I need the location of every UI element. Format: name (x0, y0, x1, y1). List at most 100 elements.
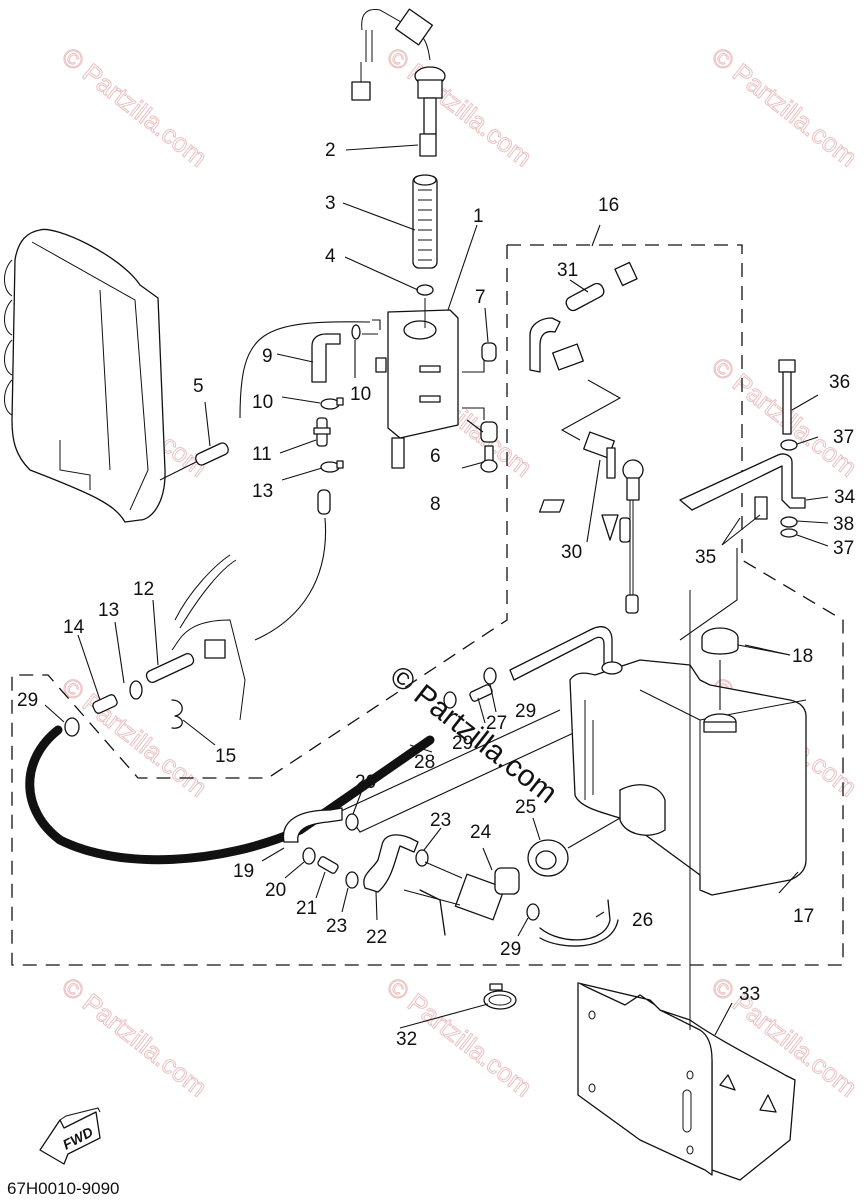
watermarks: © Partzilla.com © Partzilla.com © Partzi… (56, 41, 864, 1104)
callout-29b: 29 (515, 701, 536, 722)
hose-long (25, 725, 435, 865)
part-24-pump (403, 861, 520, 936)
gunwale-section (171, 554, 246, 721)
part-15-holder (171, 699, 183, 729)
callout-6: 6 (430, 446, 441, 467)
part-9-elbow-hose (311, 333, 341, 383)
callout-2: 2 (325, 140, 336, 161)
part-5-hose (195, 442, 229, 466)
watermark: © Partzilla.com (56, 41, 213, 173)
callout-12: 12 (133, 579, 154, 600)
part-11-joint (313, 417, 331, 447)
part-31-lead-wire (529, 261, 638, 441)
callout-37a: 37 (833, 427, 854, 448)
part-34-band (679, 453, 806, 511)
callout-29a: 29 (17, 690, 38, 711)
callout-29c: 29 (452, 733, 473, 754)
callout-24: 24 (470, 822, 492, 843)
callout-15: 15 (215, 746, 236, 767)
callout-13a: 13 (252, 481, 273, 502)
part-1-sub-tank (375, 298, 485, 469)
callout-3: 3 (325, 193, 336, 214)
callout-37b: 37 (833, 538, 854, 559)
callout-13b: 13 (98, 600, 119, 621)
part-38-nut (780, 516, 798, 528)
part-37-washer (780, 439, 798, 451)
part-22-hose (363, 834, 419, 893)
part-13-clip (320, 460, 344, 473)
part-13-clip-b (129, 680, 143, 700)
callout-10a: 10 (252, 392, 273, 413)
callout-23b: 23 (326, 916, 347, 937)
callout-11: 11 (252, 444, 272, 465)
boundary-16 (507, 244, 844, 770)
callout-10b: 10 (350, 384, 371, 405)
part-6-grommet (480, 421, 498, 443)
callout-5: 5 (193, 376, 204, 397)
engine-cowling (4, 228, 166, 523)
leader-lines (44, 144, 829, 1036)
part-10-clip (320, 397, 344, 410)
assembly-boundaries (11, 244, 844, 966)
part-35-damper (538, 496, 768, 520)
callout-21: 21 (296, 898, 317, 919)
part-23-clip (345, 871, 359, 889)
hose-5-route (159, 321, 371, 481)
callout-29d: 29 (500, 939, 521, 960)
callout-23a: 23 (430, 810, 451, 831)
watermark-large: © Partzilla.com (384, 660, 564, 810)
part-14-joint (92, 694, 118, 714)
callout-8: 8 (430, 494, 441, 515)
callout-20a: 20 (355, 772, 376, 793)
callout-38: 38 (833, 514, 854, 535)
callout-22: 22 (366, 927, 387, 948)
callout-25: 25 (515, 797, 536, 818)
part-20-clip (345, 813, 359, 831)
fwd-arrow-icon (39, 1111, 101, 1165)
part-7-grommet (481, 342, 497, 362)
part-2-sensor (351, 8, 446, 157)
part-32-clamp (483, 983, 517, 1010)
callout-14: 14 (63, 617, 85, 638)
diagram-code: 67H0010-9090 (7, 1179, 119, 1198)
part-23-clip-b (415, 849, 429, 867)
part-36-bolt (778, 359, 796, 435)
part-27-joint (469, 684, 493, 702)
watermark: © Partzilla.com (56, 971, 213, 1103)
callout-28: 28 (414, 752, 435, 773)
part-29-clip-b (526, 903, 540, 921)
callout-26: 26 (632, 910, 653, 931)
part-21-joint (317, 856, 339, 874)
callout-19: 19 (233, 861, 254, 882)
part-10-clip-b (351, 324, 361, 340)
callout-33: 33 (739, 984, 760, 1005)
callouts: 1 2 3 4 5 6 7 8 9 10 10 11 12 13 13 14 1… (17, 140, 856, 1050)
part-33-bracket (577, 590, 796, 1181)
part-29-clip-d (443, 691, 457, 709)
fwd-arrow: FWD (39, 1107, 101, 1165)
part-26-hose (539, 899, 619, 947)
callout-1: 1 (473, 206, 484, 227)
part-4-oring (416, 284, 434, 296)
boundary-16-left (11, 245, 844, 966)
callout-27: 27 (486, 713, 507, 734)
part-29-clip-c (483, 667, 497, 685)
callout-17: 17 (793, 906, 814, 927)
watermark: © Partzilla.com (706, 41, 863, 173)
callout-30: 30 (561, 542, 582, 563)
watermark: © Partzilla.com (381, 41, 538, 173)
part-29-clip-a (64, 717, 80, 737)
callout-9: 9 (262, 346, 273, 367)
callout-34: 34 (834, 487, 856, 508)
callout-32: 32 (396, 1029, 417, 1050)
part-20-clip-b (302, 847, 316, 865)
part-30-sensor (583, 431, 644, 614)
callout-31: 31 (557, 260, 578, 281)
callout-36: 36 (829, 372, 850, 393)
callout-4: 4 (325, 246, 336, 267)
callout-20b: 20 (265, 880, 286, 901)
part-8-bolt (480, 445, 498, 473)
part-13-hose-stub (317, 489, 331, 515)
